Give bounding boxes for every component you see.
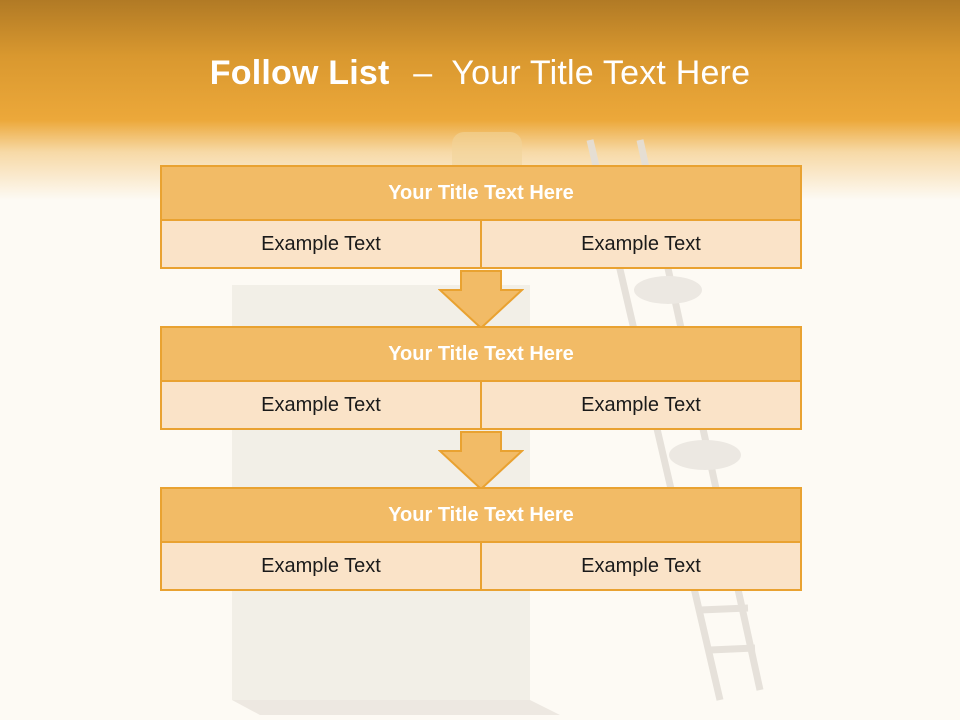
block-cell-right: Example Text bbox=[482, 382, 802, 430]
block-title: Your Title Text Here bbox=[160, 487, 802, 543]
block-row: Example Text Example Text bbox=[160, 382, 802, 430]
down-arrow-icon bbox=[438, 270, 524, 330]
list-block-2: Your Title Text Here Example Text Exampl… bbox=[160, 326, 802, 430]
block-row: Example Text Example Text bbox=[160, 543, 802, 591]
down-arrow-icon bbox=[438, 431, 524, 491]
block-title: Your Title Text Here bbox=[160, 326, 802, 382]
title-dash: – bbox=[413, 54, 433, 92]
block-cell-right: Example Text bbox=[482, 221, 802, 269]
slide-title: Follow List – Your Title Text Here bbox=[0, 54, 960, 93]
block-row: Example Text Example Text bbox=[160, 221, 802, 269]
block-cell-left: Example Text bbox=[160, 382, 482, 430]
list-block-3: Your Title Text Here Example Text Exampl… bbox=[160, 487, 802, 591]
block-cell-left: Example Text bbox=[160, 221, 482, 269]
list-block-1: Your Title Text Here Example Text Exampl… bbox=[160, 165, 802, 269]
block-cell-left: Example Text bbox=[160, 543, 482, 591]
block-title: Your Title Text Here bbox=[160, 165, 802, 221]
title-rest: Your Title Text Here bbox=[451, 54, 751, 92]
block-cell-right: Example Text bbox=[482, 543, 802, 591]
title-bold: Follow List bbox=[209, 54, 390, 92]
